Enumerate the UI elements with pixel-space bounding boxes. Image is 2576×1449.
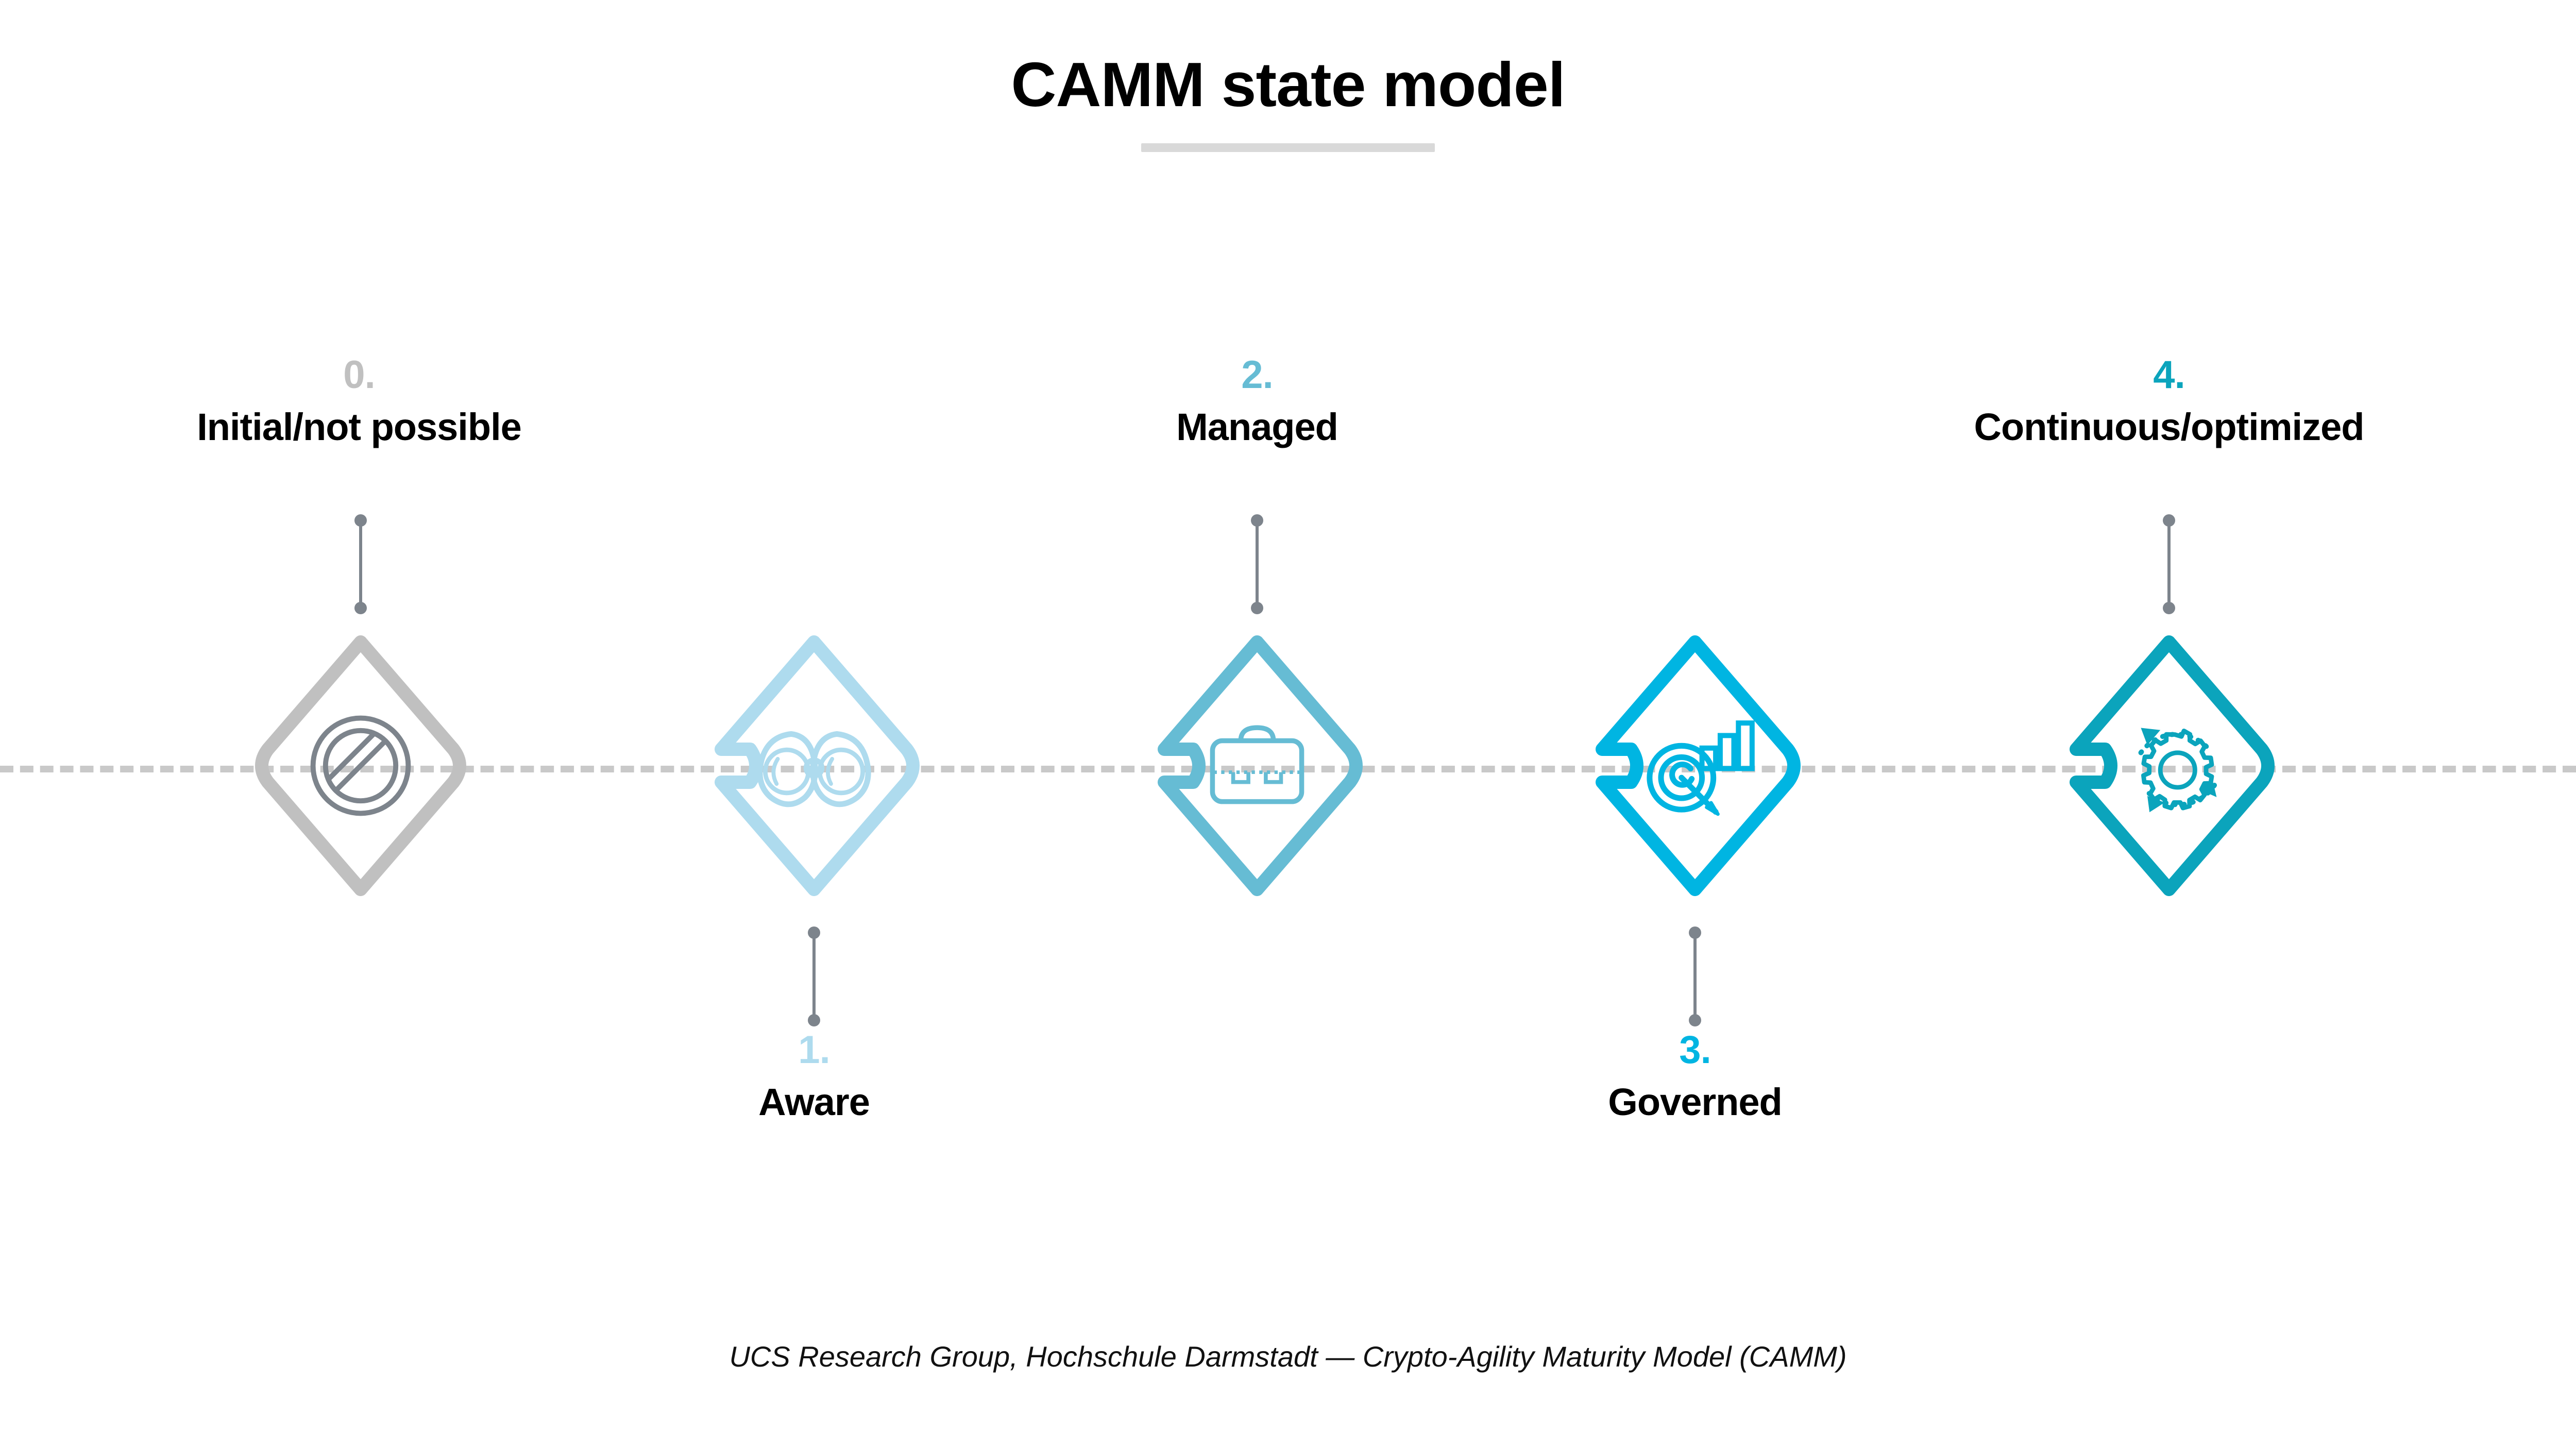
connector-stem — [1693, 933, 1697, 1020]
diamond-shape-3 — [1596, 635, 1801, 896]
timeline-baseline — [0, 766, 2576, 772]
stage-name-0: Initial/not possible — [197, 406, 522, 448]
stage-connector-1 — [808, 926, 820, 1026]
connector-dot-bottom — [2163, 602, 2175, 614]
connector-stem — [359, 520, 362, 608]
connector-stem — [1256, 520, 1259, 608]
cycle-arrow-right — [2199, 779, 2217, 797]
stage-node-0[interactable] — [247, 621, 474, 910]
connector-dot-top — [1251, 514, 1263, 527]
gear-cycle-icon — [2138, 728, 2217, 813]
connector-dot-bottom — [808, 1014, 820, 1026]
connector-dot-top — [808, 926, 820, 939]
stage-number-4: 4. — [2153, 353, 2185, 397]
stage-name-3: Governed — [1608, 1081, 1782, 1123]
stage-name-1: Aware — [758, 1081, 870, 1123]
stage-connector-2 — [1251, 514, 1263, 614]
diamond-shape-2 — [1158, 635, 1363, 896]
stage-number-3: 3. — [1679, 1028, 1711, 1072]
page-header: CAMM state model — [0, 49, 2576, 153]
stage-name-4: Continuous/optimized — [1974, 406, 2365, 448]
stage-connector-0 — [354, 514, 367, 614]
stage-name-2: Managed — [1176, 406, 1338, 448]
stage-node-2[interactable] — [1144, 621, 1370, 910]
stage-label-1: 1. Aware — [453, 1031, 1175, 1121]
prohibited-icon — [310, 715, 411, 816]
stage-node-4[interactable] — [2056, 621, 2282, 910]
connector-stem — [812, 933, 816, 1020]
connector-dot-top — [2163, 514, 2175, 527]
diamond-shape-0 — [255, 635, 466, 896]
connector-stem — [2167, 520, 2171, 608]
title-underline-rule — [1141, 143, 1435, 153]
stage-label-3: 3. Governed — [1334, 1031, 2056, 1121]
diamond-shape-4 — [2070, 635, 2275, 896]
stage-number-1: 1. — [798, 1028, 830, 1072]
stage-node-3[interactable] — [1582, 621, 1808, 910]
source-caption: UCS Research Group, Hochschule Darmstadt… — [729, 1340, 1847, 1373]
stage-label-2: 2. Managed — [896, 356, 1618, 446]
stage-label-0: 0. Initial/not possible — [0, 356, 720, 446]
briefcase-icon — [1210, 725, 1304, 804]
binoculars-icon — [757, 731, 871, 807]
target-barchart-icon — [1647, 720, 1755, 816]
cycle-arrow-top — [2141, 728, 2161, 746]
connector-dot-top — [1689, 926, 1701, 939]
stage-number-0: 0. — [343, 353, 375, 397]
cycle-arrow-bottom — [2147, 796, 2165, 813]
stage-connector-4 — [2163, 514, 2175, 614]
connector-dot-bottom — [1251, 602, 1263, 614]
stage-label-4: 4. Continuous/optimized — [1808, 356, 2530, 446]
stage-node-1[interactable] — [701, 621, 927, 910]
connector-dot-bottom — [1689, 1014, 1701, 1026]
stage-connector-3 — [1689, 926, 1701, 1026]
connector-dot-top — [354, 514, 367, 527]
diamond-shape-1 — [715, 635, 920, 896]
connector-dot-bottom — [354, 602, 367, 614]
page-title: CAMM state model — [1011, 49, 1565, 120]
stage-number-2: 2. — [1241, 353, 1273, 397]
